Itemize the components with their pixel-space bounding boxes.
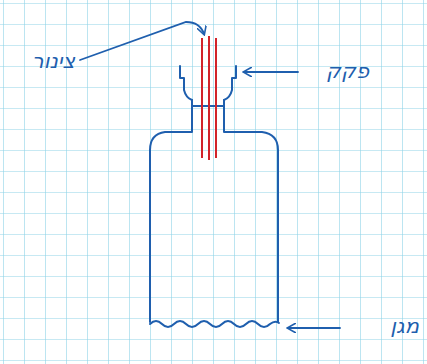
bottle-body (150, 128, 278, 322)
part-label: פקק (326, 60, 369, 83)
part-label: מגן (390, 315, 419, 338)
tube (202, 36, 216, 160)
leader-arrow (244, 71, 298, 73)
leader-arrow (80, 22, 204, 60)
leader-arrow (288, 327, 340, 329)
part-label: צינור (32, 50, 75, 73)
bottle-bottom (150, 321, 279, 327)
